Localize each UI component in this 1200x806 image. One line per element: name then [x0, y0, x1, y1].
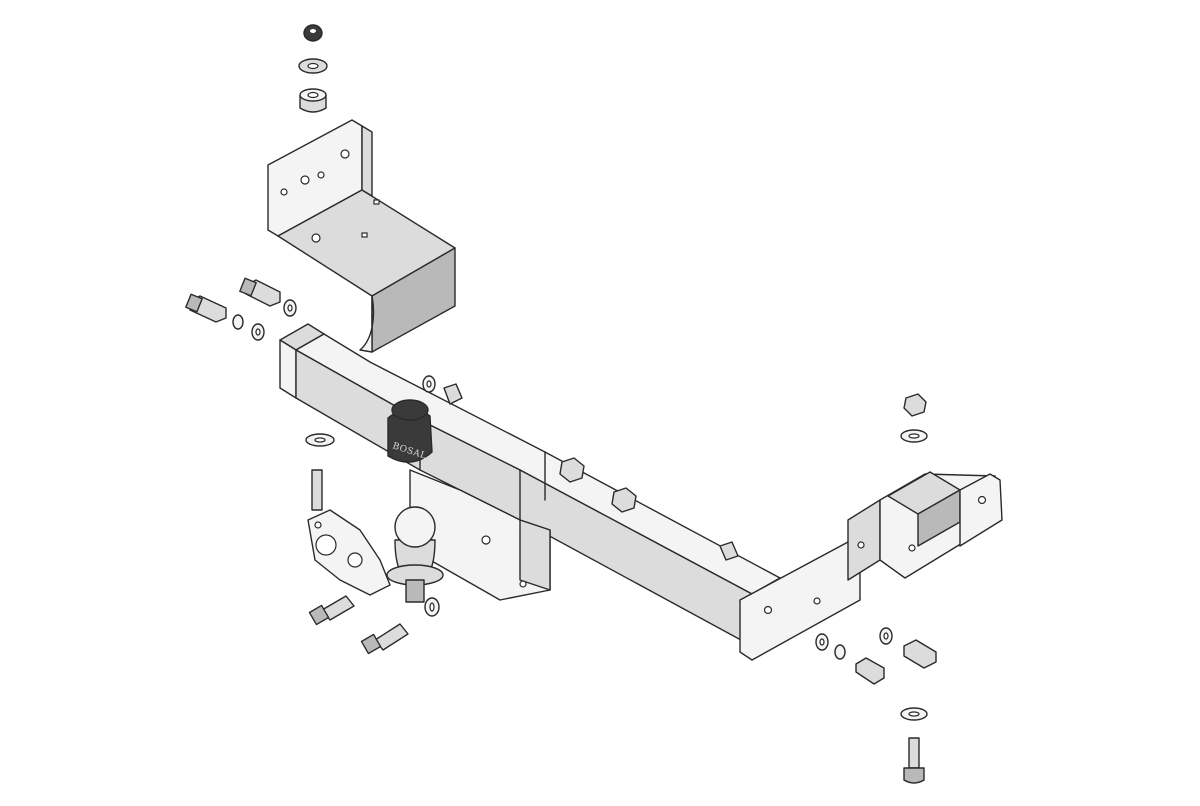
right-hardware	[815, 393, 937, 784]
main-cross-beam	[279, 323, 781, 647]
left-bolts	[185, 277, 297, 341]
right-mounting-bracket	[739, 471, 1003, 661]
center-hardware	[305, 375, 739, 617]
top-nut-stack	[298, 24, 328, 113]
left-mounting-bracket	[267, 119, 456, 353]
electrical-socket: BOSAL	[387, 399, 433, 463]
tow-ball-assembly	[307, 469, 551, 603]
lower-left-bolts	[308, 595, 409, 655]
